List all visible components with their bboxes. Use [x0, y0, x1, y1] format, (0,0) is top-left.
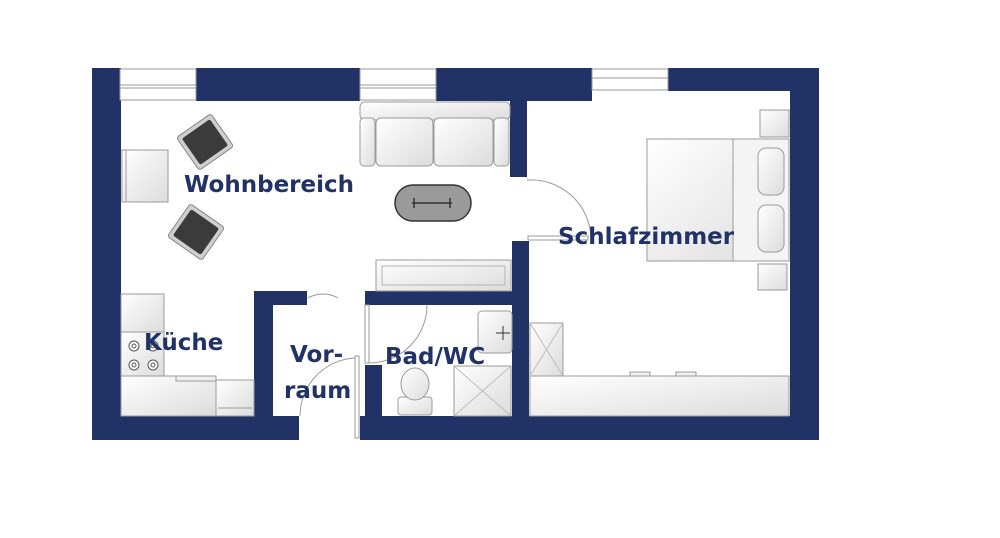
- nightstands: [757, 109, 790, 291]
- wall-kitchen-hall: [254, 291, 273, 419]
- double-bed: [646, 138, 790, 262]
- outer-wall-left: [92, 68, 121, 440]
- label-hall-line2: raum: [284, 378, 351, 404]
- washbasin: [477, 310, 513, 354]
- wall-hall-bath: [365, 365, 382, 419]
- wall-living-bedroom: [512, 241, 529, 419]
- coffee-table: [394, 184, 472, 222]
- door-entrance-swing: [299, 357, 356, 417]
- shower: [453, 365, 512, 417]
- outer-wall-bottom: [92, 416, 299, 440]
- outer-wall-bottom: [360, 416, 819, 440]
- outer-wall-top: [668, 68, 819, 91]
- door-entrance-leaf: [354, 355, 360, 439]
- armchair-top: [177, 114, 233, 170]
- window-bedroom: [591, 68, 669, 91]
- wall-bath-top: [365, 291, 513, 305]
- door-hall-swing: [307, 293, 339, 299]
- door-bedroom-swing: [526, 179, 592, 239]
- door-bath-leaf: [364, 304, 370, 364]
- kitchen-counter: [120, 293, 255, 417]
- outer-wall-top: [436, 68, 526, 91]
- wardrobe: [529, 322, 790, 417]
- label-bath: Bad/WC: [385, 344, 485, 370]
- door-bedroom-leaf: [527, 235, 589, 241]
- label-bedroom: Schlafzimmer: [558, 224, 735, 250]
- outer-wall-top: [196, 68, 360, 101]
- windows: [119, 68, 669, 101]
- label-living: Wohnbereich: [184, 172, 354, 198]
- stove: [128, 340, 159, 371]
- armchair-bottom: [168, 204, 224, 260]
- walls: [92, 68, 819, 440]
- outer-wall-right: [790, 68, 819, 440]
- wall-living-bedroom: [510, 91, 527, 177]
- sofa: [359, 101, 511, 167]
- tv-cabinet: [375, 259, 512, 292]
- doors: [299, 179, 592, 439]
- label-hall-line1: Vor-: [290, 342, 343, 368]
- door-bath-swing: [368, 304, 428, 364]
- toilet: [397, 367, 433, 416]
- washing-machine: [121, 149, 169, 203]
- label-kitchen: Küche: [144, 330, 223, 356]
